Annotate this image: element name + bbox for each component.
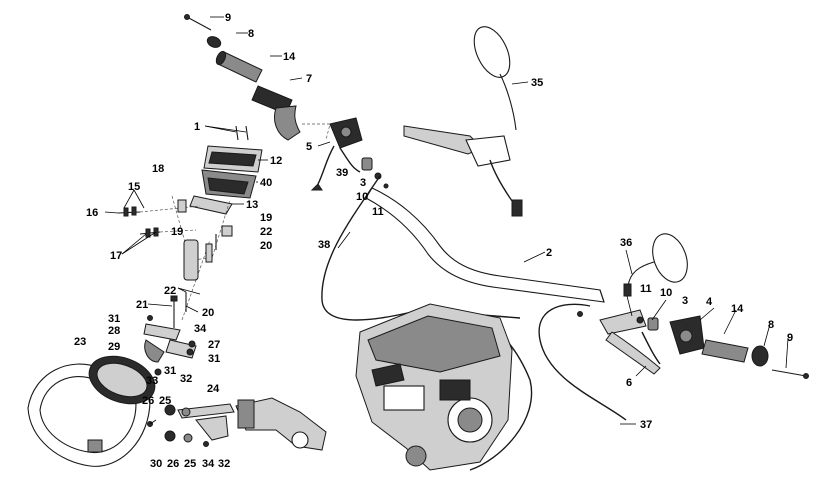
callout-32: 32 [218, 458, 230, 470]
callout-25: 25 [159, 395, 171, 407]
callout-31: 31 [108, 313, 120, 325]
callout-2: 2 [546, 247, 552, 259]
callout-26: 26 [142, 395, 154, 407]
headlight-brackets [143, 315, 197, 376]
right-switch-4 [669, 315, 705, 355]
engine-block [355, 303, 513, 471]
callout-8: 8 [248, 28, 254, 40]
callout-15: 15 [128, 181, 140, 193]
mirror-36 [623, 233, 688, 297]
callout-12: 12 [270, 155, 282, 167]
callout-5: 5 [306, 141, 312, 153]
callout-4: 4 [706, 296, 713, 308]
callout-10: 10 [660, 287, 672, 299]
callout-18: 18 [152, 163, 164, 175]
callout-34: 34 [202, 458, 215, 470]
callout-8: 8 [768, 319, 774, 331]
callout-30: 30 [150, 458, 162, 470]
instrument-cluster-12 [203, 145, 263, 173]
callout-40: 40 [260, 177, 272, 189]
callout-20: 20 [260, 240, 272, 252]
callout-22: 22 [164, 285, 176, 297]
callout-21: 21 [136, 299, 148, 311]
callout-17: 17 [110, 250, 122, 262]
bolt-9-right [771, 369, 809, 379]
left-switch-5 [329, 117, 363, 149]
callout-31: 31 [208, 353, 220, 365]
callout-37: 37 [640, 419, 652, 431]
callout-13: 13 [246, 199, 258, 211]
cable-37 [538, 303, 627, 421]
callout-3: 3 [360, 177, 366, 189]
throttle-grip-7 [251, 85, 301, 141]
callout-33: 33 [146, 375, 158, 387]
callout-10: 10 [356, 191, 368, 203]
callout-29: 29 [108, 341, 120, 353]
bracket-19 [177, 199, 233, 237]
callout-19: 19 [171, 226, 183, 238]
switch-wiring [310, 145, 361, 191]
clutch-lever-master [403, 125, 523, 217]
mount-bracket-24 [177, 403, 235, 441]
callout-19: 19 [260, 212, 272, 224]
bushings-3-10-11-left [361, 157, 389, 189]
grip-14-right [701, 339, 749, 363]
callout-31: 31 [164, 365, 176, 377]
leader-lines [104, 16, 789, 425]
headlight-bracket-32 [235, 397, 327, 451]
callout-11: 11 [640, 283, 652, 295]
callout-28: 28 [108, 325, 120, 337]
handlebar-2 [365, 187, 605, 303]
bushings-3-10-11-right [636, 316, 659, 331]
callout-9: 9 [225, 12, 231, 24]
headlight-lens-23 [88, 355, 156, 405]
callout-39: 39 [336, 167, 348, 179]
callout-36: 36 [620, 237, 632, 249]
callout-16: 16 [86, 207, 98, 219]
instrument-housing-40 [201, 169, 257, 199]
callout-26: 26 [167, 458, 179, 470]
dashed-switch-lines [302, 123, 331, 141]
callout-7: 7 [306, 73, 312, 85]
bar-end-8-right [751, 345, 769, 367]
grip-14-top [215, 50, 263, 83]
callout-27: 27 [208, 339, 220, 351]
callout-14: 14 [283, 51, 296, 63]
callout-23: 23 [74, 336, 86, 348]
bolt-9-top [184, 14, 212, 31]
callout-22: 22 [260, 226, 272, 238]
brake-master-lever-6 [599, 309, 661, 375]
callout-3: 3 [682, 295, 688, 307]
screws-1 [235, 125, 249, 141]
fasteners-15-16-17 [117, 206, 161, 238]
callout-35: 35 [531, 77, 543, 89]
mirror-35 [473, 26, 517, 131]
callout-6: 6 [626, 377, 632, 389]
callout-11: 11 [372, 206, 384, 218]
callout-20: 20 [202, 307, 214, 319]
callout-38: 38 [318, 239, 330, 251]
bracket-13 [189, 195, 233, 215]
stem-spacer-19 [183, 239, 213, 281]
callout-24: 24 [207, 383, 220, 395]
callout-32: 32 [180, 373, 192, 385]
callout-34: 34 [194, 323, 207, 335]
bar-end-weight-8-top [206, 36, 222, 48]
bolts-20-22 [170, 234, 217, 328]
callout-1: 1 [194, 121, 200, 133]
rubber-grommets-25-26 [147, 404, 209, 447]
callout-25: 25 [184, 458, 196, 470]
callout-14: 14 [731, 303, 744, 315]
callout-9: 9 [787, 332, 793, 344]
